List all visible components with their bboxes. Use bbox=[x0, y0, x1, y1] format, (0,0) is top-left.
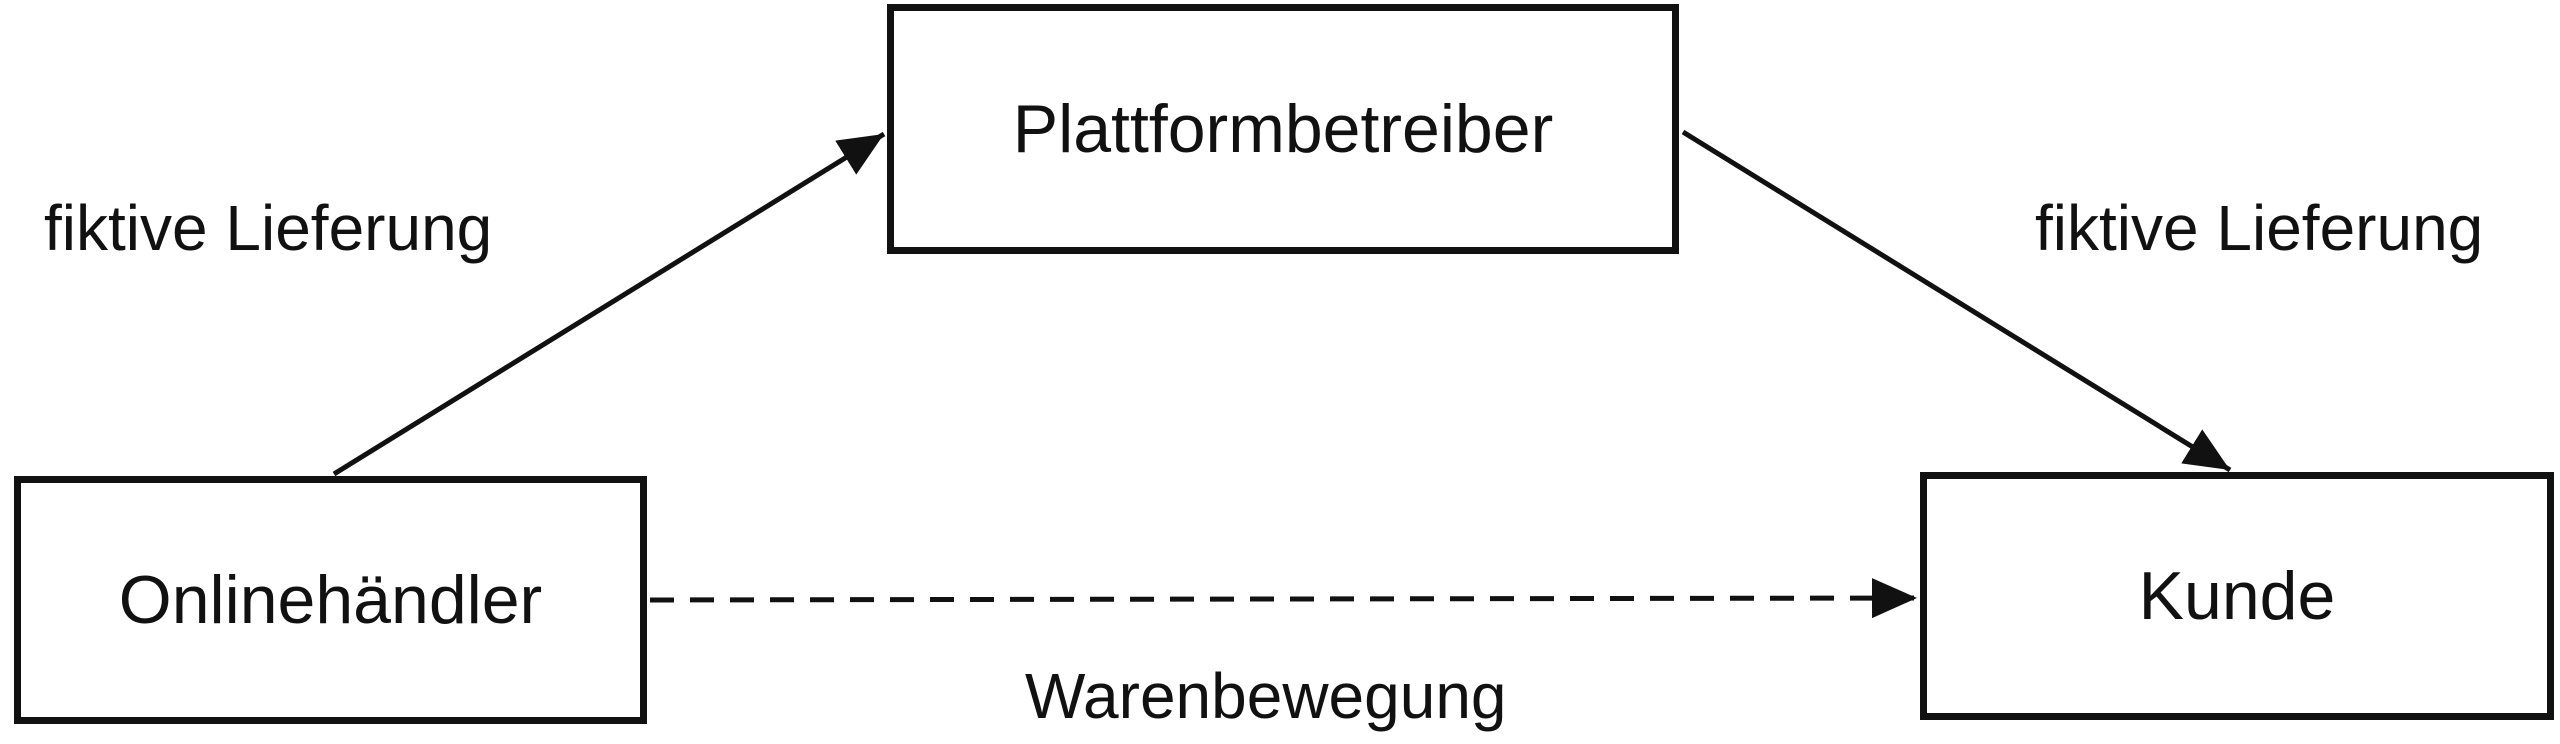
customer-box: Kunde bbox=[1920, 472, 2554, 720]
platform-operator-box: Plattformbetreiber bbox=[887, 4, 1679, 254]
arrow-merchant-to-platform bbox=[332, 131, 886, 477]
arrow-platform-to-customer bbox=[1681, 129, 2232, 473]
online-merchant-box: Onlinehändler bbox=[14, 476, 647, 724]
online-merchant-label: Onlinehändler bbox=[118, 562, 543, 638]
customer-label: Kunde bbox=[2138, 558, 2336, 634]
fictitious-delivery-label-right: fiktive Lieferung bbox=[2035, 192, 2484, 264]
goods-movement-label: Warenbewegung bbox=[1025, 660, 1507, 732]
fictitious-delivery-label-left: fiktive Lieferung bbox=[44, 192, 493, 264]
dashed-arrow-merchant-to-customer bbox=[649, 578, 1918, 619]
platform-operator-label: Plattformbetreiber bbox=[1012, 91, 1554, 167]
